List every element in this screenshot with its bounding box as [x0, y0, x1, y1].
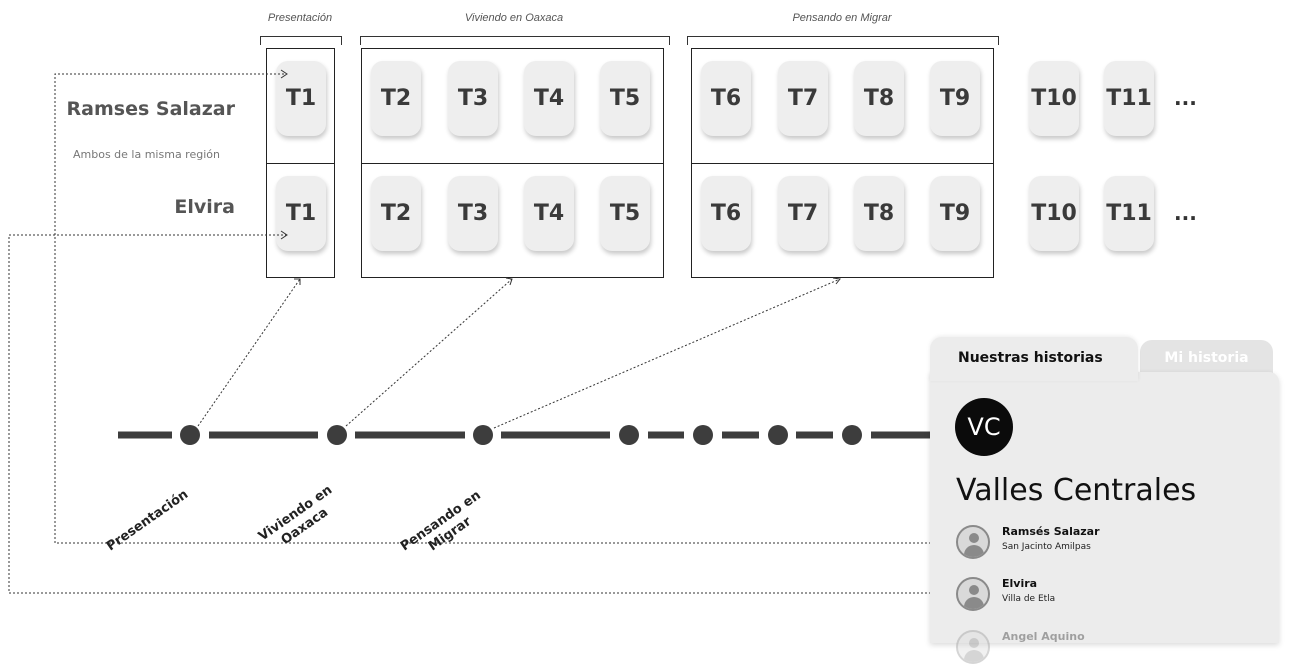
diagram-overlay	[8, 69, 947, 594]
member-name: Elvira	[1002, 577, 1038, 590]
topic-tile[interactable]: T2	[371, 176, 421, 251]
member-name: Angel Aquino	[1002, 630, 1085, 643]
more-topics-ellipsis: ...	[1174, 86, 1197, 110]
connector-path-elvira	[8, 234, 947, 594]
topic-tile[interactable]: T4	[524, 61, 574, 136]
timeline-node	[619, 425, 639, 445]
group-title-presentacion: Presentación	[267, 12, 333, 24]
arrowheads	[280, 69, 841, 286]
topic-tile[interactable]: T11	[1104, 61, 1154, 136]
box-presentacion	[266, 48, 335, 278]
group-bracket-viviendo	[360, 36, 670, 45]
tab-nuestras-historias[interactable]: Nuestras historias	[958, 350, 1103, 366]
member-location: San Jacinto Amilpas	[1002, 542, 1091, 552]
topic-tile[interactable]: T5	[600, 176, 650, 251]
avatar-icon	[956, 630, 990, 664]
topic-tile[interactable]: T10	[1029, 61, 1079, 136]
connector-line	[197, 278, 301, 427]
connector-line	[345, 278, 513, 427]
region-badge: VC	[955, 398, 1013, 456]
tab-nuestras-historias-bg[interactable]	[930, 337, 1138, 381]
arrowhead	[280, 230, 288, 240]
topic-tile[interactable]: T9	[930, 61, 980, 136]
arrowhead	[505, 277, 513, 286]
group-bracket-presentacion	[260, 36, 342, 45]
topic-tile[interactable]: T2	[371, 61, 421, 136]
timeline-node	[180, 425, 200, 445]
topic-tile[interactable]: T11	[1104, 176, 1154, 251]
connector-line	[493, 278, 841, 429]
avatar-icon	[956, 525, 990, 559]
topic-tile[interactable]: T1	[276, 61, 326, 136]
timeline-node	[473, 425, 493, 445]
region-title: Valles Centrales	[956, 473, 1197, 508]
topic-tile[interactable]: T8	[854, 61, 904, 136]
region-note: Ambos de la misma región	[73, 148, 220, 161]
topic-tile[interactable]: T7	[778, 61, 828, 136]
person-label-ramses: Ramses Salazar	[66, 98, 235, 120]
person-label-elvira: Elvira	[174, 196, 235, 218]
timeline-node	[327, 425, 347, 445]
box-pensando	[691, 48, 994, 278]
topic-tile[interactable]: T3	[448, 61, 498, 136]
topic-tile[interactable]: T6	[701, 176, 751, 251]
topic-tile[interactable]: T7	[778, 176, 828, 251]
group-title-pensando: Pensando en Migrar	[792, 12, 892, 24]
topic-tile[interactable]: T5	[600, 61, 650, 136]
arrowhead	[294, 278, 301, 285]
arrowhead	[280, 69, 288, 79]
topic-tile[interactable]: T9	[930, 176, 980, 251]
topic-tile[interactable]: T6	[701, 61, 751, 136]
topic-tile[interactable]: T10	[1029, 176, 1079, 251]
timeline-node	[842, 425, 862, 445]
more-topics-ellipsis: ...	[1174, 201, 1197, 225]
topic-tile[interactable]: T3	[448, 176, 498, 251]
topic-tile[interactable]: T1	[276, 176, 326, 251]
topic-tile[interactable]: T4	[524, 176, 574, 251]
box-viviendo	[361, 48, 664, 278]
member-location: Villa de Etla	[1002, 594, 1056, 604]
avatar-icon	[956, 577, 990, 611]
group-bracket-pensando	[687, 36, 999, 45]
timeline-node	[693, 425, 713, 445]
tab-mi-historia[interactable]: Mi historia	[1140, 340, 1273, 376]
timeline-nodes	[180, 425, 862, 445]
connector-arrows	[8, 73, 947, 594]
timeline-node	[768, 425, 788, 445]
group-title-viviendo: Viviendo en Oaxaca	[464, 12, 564, 24]
connector-path-ramses	[54, 73, 947, 544]
topic-tile[interactable]: T8	[854, 176, 904, 251]
arrowhead	[832, 277, 841, 285]
member-name: Ramsés Salazar	[1002, 525, 1100, 538]
